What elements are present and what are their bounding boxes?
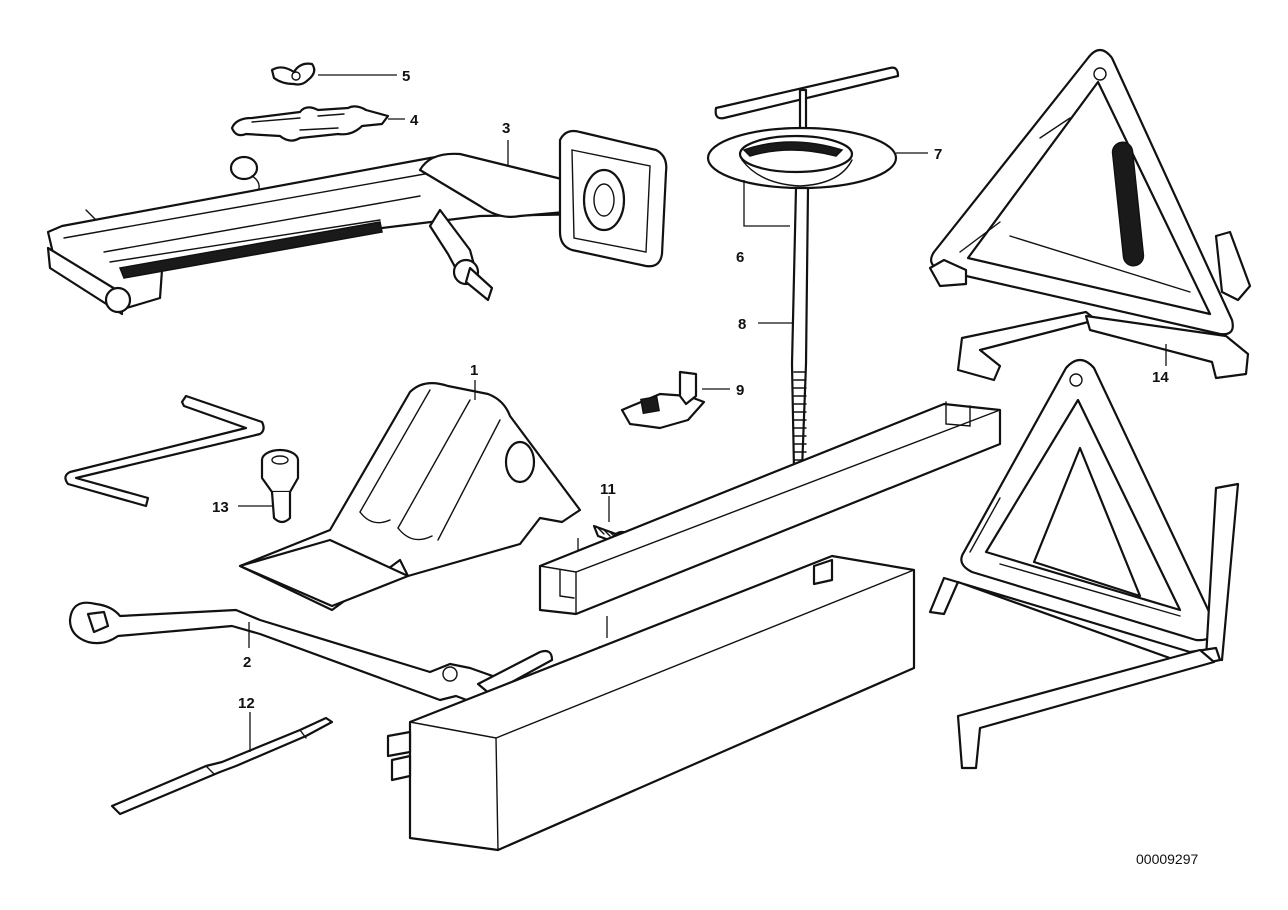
callout-12: 12 (238, 695, 255, 712)
callout-8: 8 (738, 316, 746, 333)
callout-3: 3 (502, 120, 510, 137)
callout-11: 11 (600, 481, 616, 498)
hex-key-part[interactable] (64, 394, 265, 508)
warning-triangle-open-part[interactable] (928, 358, 1240, 770)
warning-triangle-folded-part[interactable] (928, 48, 1252, 382)
callout-1: 1 (470, 362, 478, 379)
clip-nut-part[interactable] (620, 370, 706, 430)
callout-2: 2 (243, 654, 251, 671)
callout-5: 5 (402, 68, 410, 85)
callout-7: 7 (934, 146, 942, 163)
tool-tray-part[interactable] (386, 554, 916, 852)
callout-9: 9 (736, 382, 744, 399)
holder-channel-part[interactable] (538, 401, 1002, 616)
callout-6: 6 (736, 249, 744, 266)
threaded-rod-part[interactable] (790, 186, 810, 480)
reference-number: 00009297 (1136, 851, 1199, 867)
wing-nut-part[interactable] (270, 62, 316, 86)
clamp-bracket-part[interactable] (230, 105, 390, 142)
lug-bolt-part[interactable] (260, 448, 300, 524)
callout-4: 4 (410, 112, 419, 129)
callout-13: 13 (212, 499, 229, 516)
car-jack-part[interactable] (46, 129, 668, 316)
wheel-holder-part[interactable] (706, 66, 900, 190)
callout-14: 14 (1152, 369, 1169, 386)
screwdriver-part[interactable] (110, 716, 334, 816)
leader-6 (743, 180, 790, 227)
wheel-chock-part[interactable] (238, 381, 582, 612)
